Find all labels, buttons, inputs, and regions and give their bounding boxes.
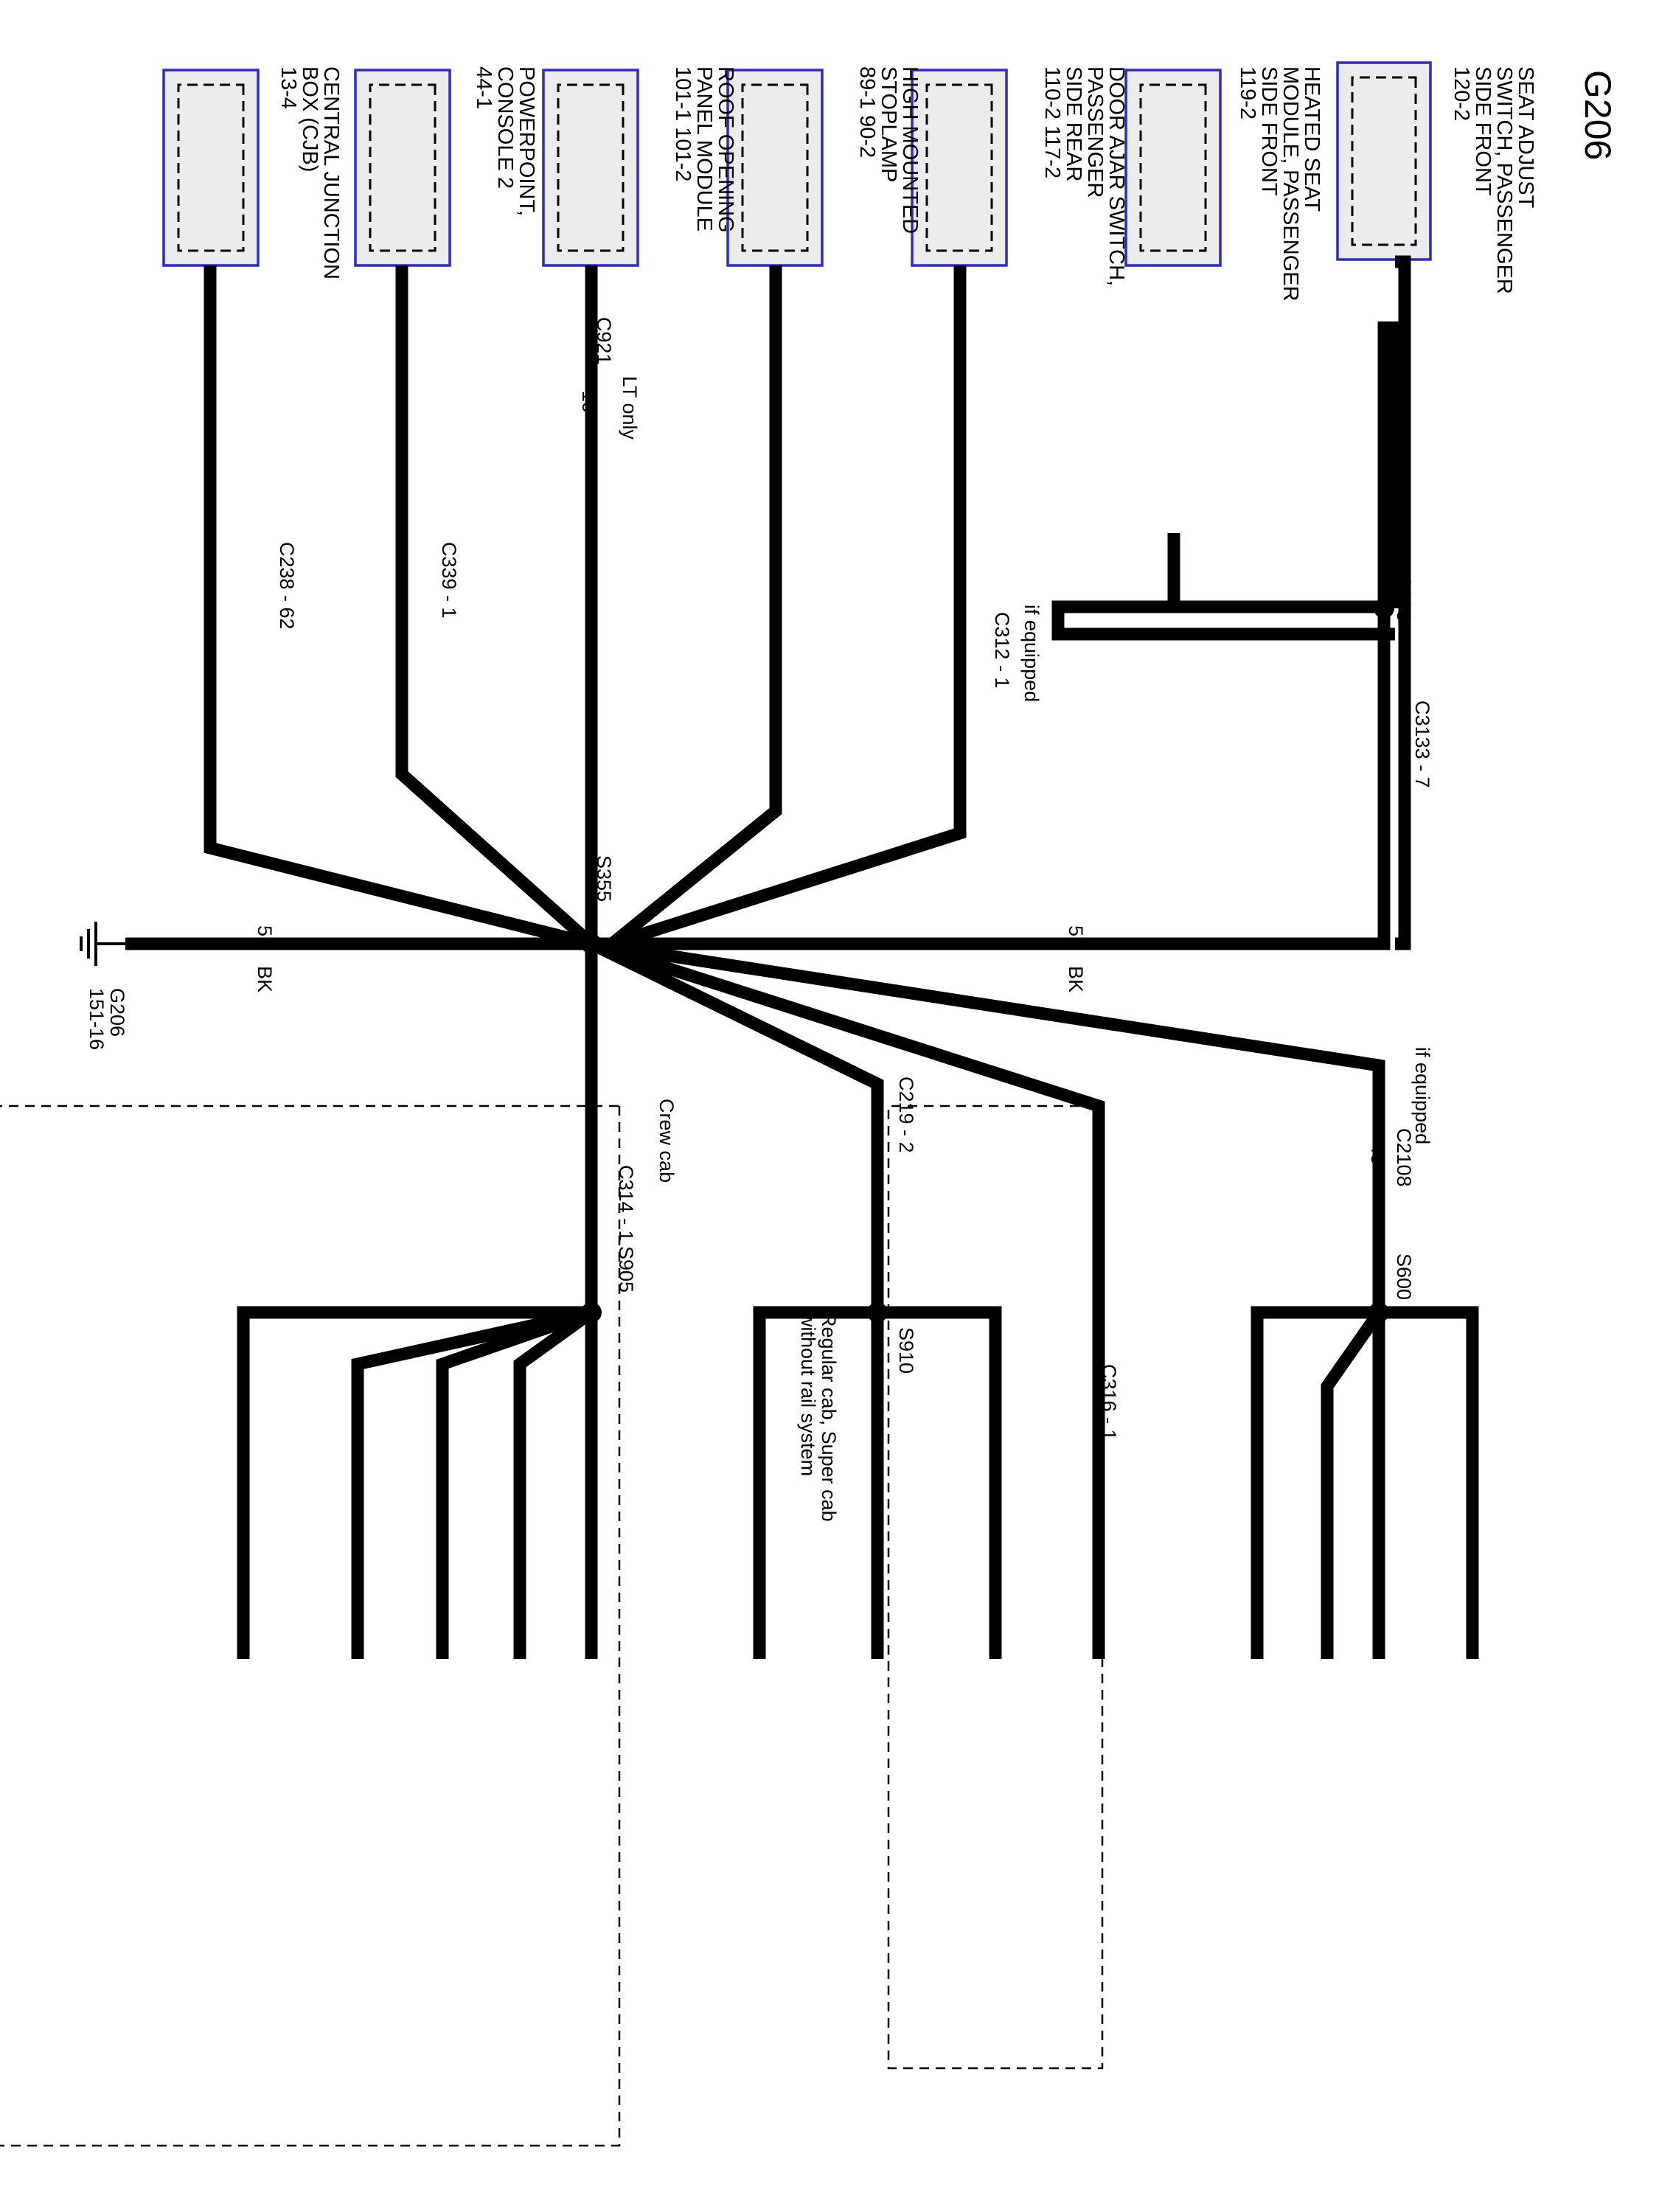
heated-seat-module[interactable]: HEATED SEATMODULE, PASSENGERSIDE FRONT11… xyxy=(1124,66,1324,302)
splice-s905-label: S905 xyxy=(615,1246,637,1293)
note-if-equipped: if equipped xyxy=(1020,605,1043,702)
connector-c339: C339 - 1 xyxy=(438,542,460,619)
connector-c238: C238 - 62 xyxy=(276,542,298,630)
note-regular-cab: Regular cab, Super cabwithout rail syste… xyxy=(797,1312,840,1522)
bottom-wires xyxy=(237,937,1479,1659)
wire-color: BK xyxy=(254,966,276,992)
component-label: HIGH MOUNTEDSTOPLAMP89-1 90-2 xyxy=(855,66,922,234)
splice-s308-label: S308 xyxy=(1393,575,1415,622)
seat-adjust-switch[interactable]: SEAT ADJUSTSWITCH, PASSENGERSIDE FRONT12… xyxy=(1336,61,1537,294)
splice-s355-label: S355 xyxy=(593,855,615,902)
ground-label: G206151-16 xyxy=(86,988,128,1050)
component-label: ROOF OPENINGPANEL MODULE101-1 101-2 xyxy=(671,66,737,233)
roof-opening-panel-module[interactable]: ROOF OPENINGPANEL MODULE101-1 101-2 xyxy=(542,66,737,267)
connector-c219: C219 - 2 xyxy=(895,1077,917,1153)
splice-s600-label: S600 xyxy=(1393,1253,1415,1300)
component-label: SEAT ADJUSTSWITCH, PASSENGERSIDE FRONT12… xyxy=(1450,66,1537,294)
splice-s905 xyxy=(581,1302,602,1323)
connector-c921-lt-pin: 10 xyxy=(578,391,600,413)
connector-c314: C314 - 1 xyxy=(615,1165,637,1242)
wire-gauge: 57 xyxy=(254,925,276,947)
wire-runs xyxy=(204,265,1391,950)
splice-s910 xyxy=(867,1302,888,1323)
door-ajar-switch-rear[interactable]: DOOR AJAR SWITCH,PASSENGERSIDE REAR110-2… xyxy=(911,66,1128,286)
powerpoint-console[interactable]: POWERPOINT,CONSOLE 244-1 xyxy=(354,66,538,267)
regular-cab-region xyxy=(887,1105,1104,2070)
component-label: CENTRAL JUNCTIONBOX (CJB)13-4 xyxy=(276,66,343,279)
connector-c921-lt: C921 xyxy=(593,317,615,365)
component-label: HEATED SEATMODULE, PASSENGERSIDE FRONT11… xyxy=(1236,66,1324,302)
connector-c3133: C3133 - 7 xyxy=(1411,700,1433,788)
note-crew-cab: Crew cab xyxy=(655,1099,678,1183)
connector-c312: C312 - 1 xyxy=(991,612,1013,689)
note-if-equipped: if equipped xyxy=(1411,1047,1433,1144)
component-label: DOOR AJAR SWITCH,PASSENGERSIDE REAR110-2… xyxy=(1040,66,1128,286)
high-mounted-stoplamp[interactable]: HIGH MOUNTEDSTOPLAMP89-1 90-2 xyxy=(726,66,922,267)
connector-c2108: C2108 xyxy=(1393,1128,1415,1187)
splice-s600 xyxy=(1368,1302,1389,1323)
crew-cab-region xyxy=(0,1105,621,2147)
splice-s308 xyxy=(1374,598,1394,619)
wire-gauge: 57 xyxy=(1065,925,1087,947)
wire-color: BK xyxy=(1065,966,1087,992)
central-junction-box[interactable]: CENTRAL JUNCTIONBOX (CJB)13-4 xyxy=(162,66,343,279)
splice-s910-label: S910 xyxy=(895,1327,917,1374)
ground-icon xyxy=(80,922,125,966)
note-lt-only: LT only xyxy=(619,376,641,440)
diagram-title: G206 xyxy=(1577,70,1618,160)
component-label: POWERPOINT,CONSOLE 244-1 xyxy=(472,66,538,216)
